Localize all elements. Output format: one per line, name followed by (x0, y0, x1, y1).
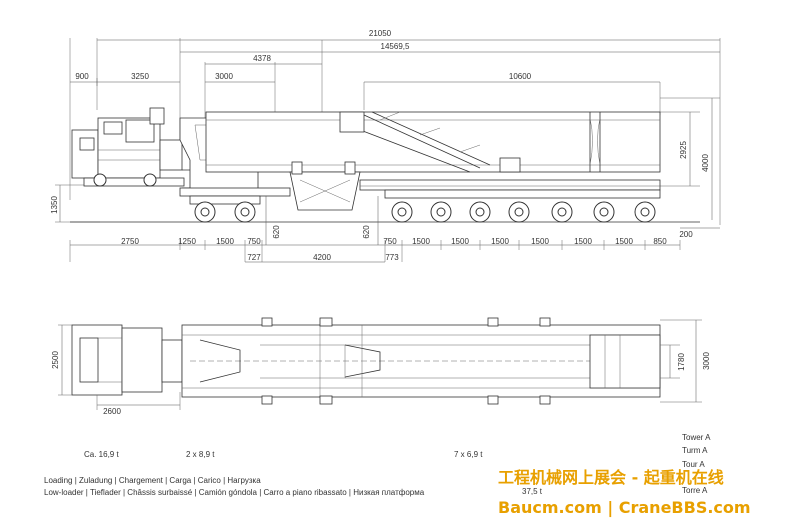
dim-850: 850 (653, 237, 667, 246)
dim-2500: 2500 (51, 351, 60, 369)
dim-620-left: 620 (272, 225, 281, 239)
dim-2750: 2750 (121, 237, 139, 246)
tower-label-en: Tower A (682, 433, 711, 442)
dim-10600: 10600 (509, 72, 532, 81)
dim-2925: 2925 (679, 141, 688, 159)
dim-overall-length: 21050 (369, 29, 392, 38)
load-body (205, 111, 661, 173)
dim-1500-e: 1500 (531, 237, 549, 246)
dim-727: 727 (247, 253, 261, 262)
dim-1500-f: 1500 (574, 237, 592, 246)
dim-3000: 3000 (215, 72, 233, 81)
tower-label-de: Turm A (682, 446, 708, 455)
dim-1500-d: 1500 (491, 237, 509, 246)
dim-900: 900 (75, 72, 89, 81)
dim-1350: 1350 (50, 196, 59, 214)
dim-620-right: 620 (362, 225, 371, 239)
dim-4378: 4378 (253, 54, 271, 63)
dim-4200: 4200 (313, 253, 331, 262)
watermark-title: 工程机械网上展会 - 起重机在线 (498, 468, 724, 487)
weight-rear-axles: 7 x 6,9 t (454, 450, 483, 459)
dim-14569: 14569,5 (381, 42, 410, 51)
dim-1500-g: 1500 (615, 237, 633, 246)
tower-label-fr: Tour A (682, 460, 705, 469)
dim-4000: 4000 (701, 154, 710, 172)
dim-3250: 3250 (131, 72, 149, 81)
weight-tractor: Ca. 16,9 t (84, 450, 119, 459)
dim-2600: 2600 (103, 407, 121, 416)
dim-750-a: 750 (247, 237, 261, 246)
caption-loading: Loading | Zuladung | Chargement | Carga … (44, 476, 261, 485)
dim-1500-c: 1500 (451, 237, 469, 246)
dim-3000-width: 3000 (702, 352, 711, 370)
front-bogie (189, 195, 261, 223)
dim-750-b: 750 (383, 237, 397, 246)
caption-low-loader: Low-loader | Tieflader | Châssis surbais… (44, 488, 425, 497)
rear-bogie (384, 189, 661, 223)
dim-200: 200 (679, 230, 693, 239)
dim-773: 773 (385, 253, 399, 262)
weight-total: 37,5 t (522, 487, 543, 496)
dim-1500-a: 1500 (216, 237, 234, 246)
plan-view: 2500 2600 1780 (51, 317, 711, 416)
dim-1780: 1780 (677, 353, 686, 371)
watermark-urls: Baucm.com | CraneBBS.com (498, 498, 751, 517)
weight-front-axles: 2 x 8,9 t (186, 450, 215, 459)
side-view: 21050 14569,5 4378 900 3250 3000 10600 2… (50, 29, 721, 263)
dim-1500-b: 1500 (412, 237, 430, 246)
dim-1250: 1250 (178, 237, 196, 246)
tower-label-es: Torre A (682, 486, 708, 495)
